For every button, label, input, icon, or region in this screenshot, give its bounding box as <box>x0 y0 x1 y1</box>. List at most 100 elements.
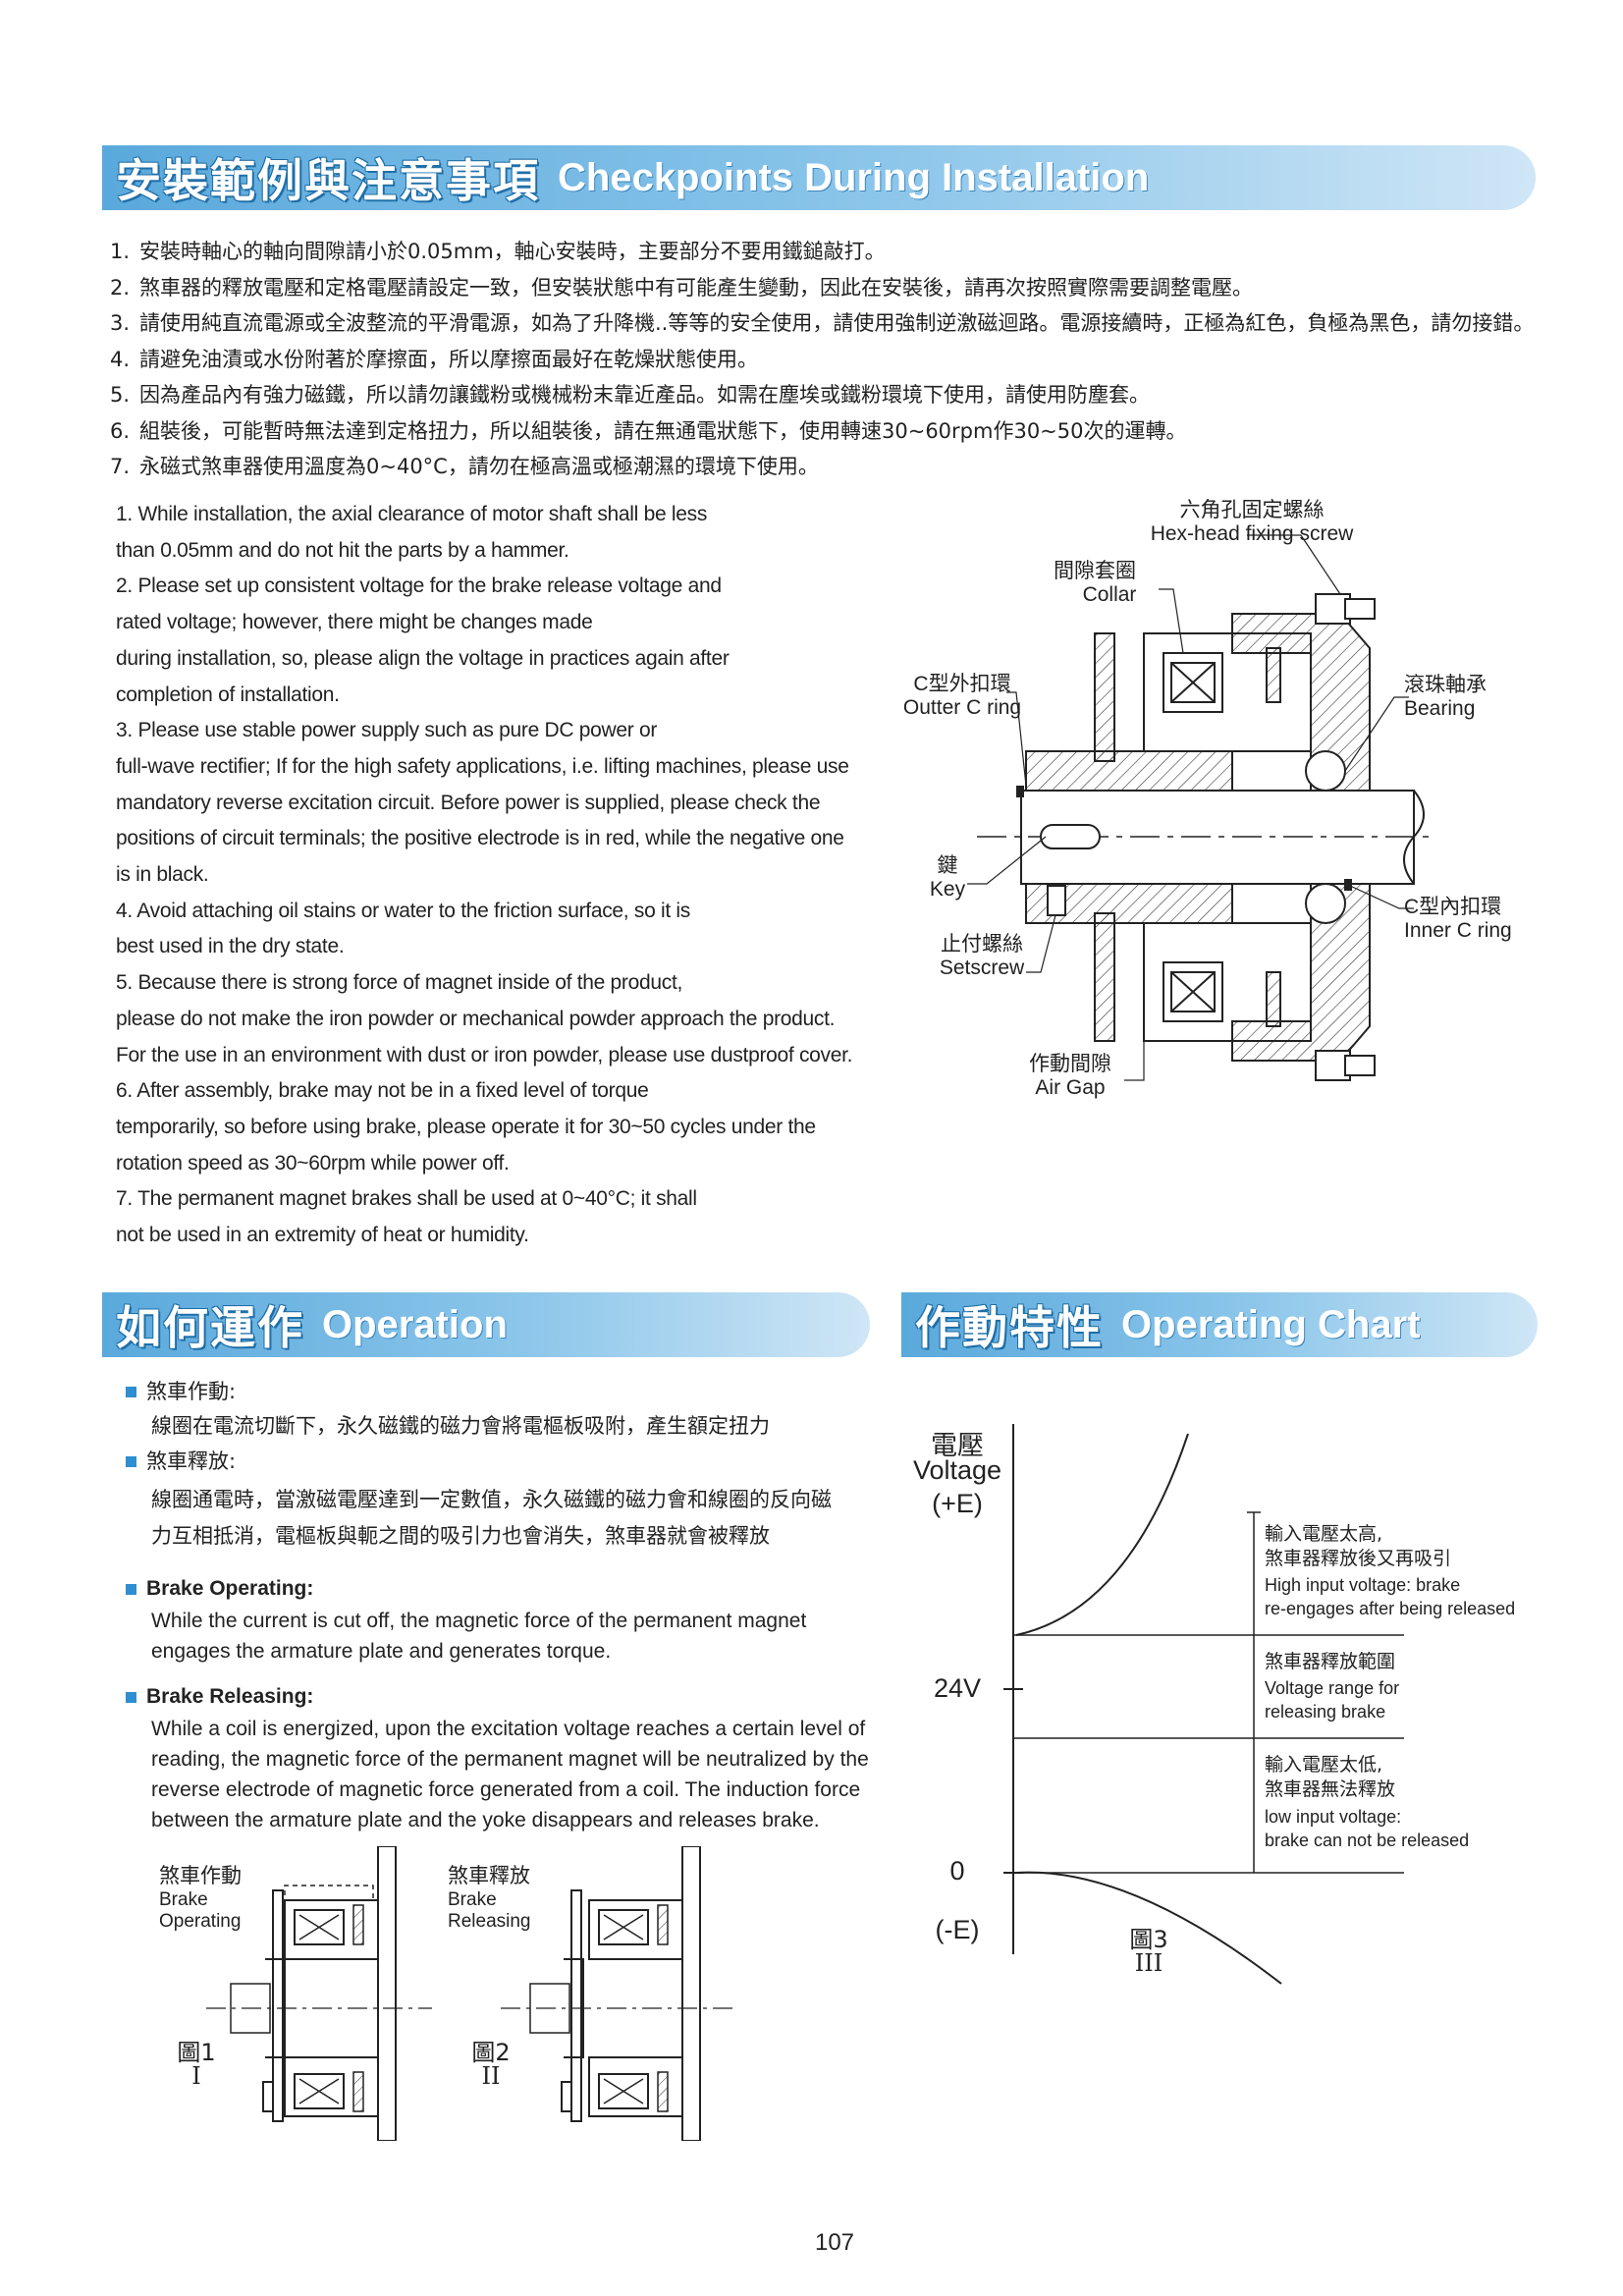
high-voltage-zh-1: 輸入電壓太高, <box>1265 1523 1383 1545</box>
en-rel-body-3: reverse electrode of magnetic force gene… <box>151 1778 861 1801</box>
zh-op-body: 線圈在電流切斷下，永久磁鐵的磁力會將電樞板吸附，產生額定扭力 <box>151 1414 770 1438</box>
en-rel-heading: Brake Releasing: <box>126 1680 892 1714</box>
bearing-label-en: Bearing <box>1404 697 1476 720</box>
release-range-en-1: Voltage range for <box>1265 1678 1400 1698</box>
fig1-label-zh: 煞車作動 <box>159 1864 242 1887</box>
high-voltage-zh-2: 煞車器釋放後又再吸引 <box>1265 1548 1452 1569</box>
zh-item: 6.組裝後，可能暫時無法達到定格扭力，所以組裝後，請在無通電狀態下，使用轉速30… <box>110 418 1187 443</box>
en-line: completion of installation. <box>116 683 340 706</box>
en-line: 5. Because there is strong force of magn… <box>116 971 683 995</box>
chart-title-zh: 作動特性 <box>915 1301 1104 1354</box>
fig1-label-en-1: Brake <box>159 1889 208 1910</box>
air-gap-label-en: Air Gap <box>1035 1076 1106 1099</box>
fig2-brake-drawing <box>501 1846 736 2141</box>
zh-item: 7.永磁式煞車器使用溫度為0~40°C，請勿在極高溫或極潮濕的環境下使用。 <box>110 455 819 478</box>
high-voltage-en-1: High input voltage: brake <box>1265 1575 1461 1595</box>
fig2-label-zh: 煞車釋放 <box>448 1864 530 1887</box>
release-range-zh: 煞車器釋放範圍 <box>1265 1651 1396 1672</box>
en-op-heading: Brake Operating: <box>126 1572 892 1606</box>
en-line: during installation, so, please align th… <box>116 646 730 670</box>
operating-chart: 電壓 Voltage (+E) 24V 0 (-E) 輸入電壓太高, 煞車器釋放… <box>903 1394 1532 2003</box>
en-line: not be used in an extremity of heat or h… <box>116 1224 529 1247</box>
outer-c-ring-label-zh: C型外扣環 <box>913 673 1011 695</box>
collar-label-en: Collar <box>1082 583 1137 606</box>
en-line: than 0.05mm and do not hit the parts by … <box>116 538 569 562</box>
bullet-square-icon <box>126 1455 136 1467</box>
en-rel-body-2: reading, the magnetic force of the perma… <box>151 1748 869 1771</box>
operating-chart-plot <box>1003 1424 1404 1985</box>
fig3-roman: III <box>1134 1949 1163 1977</box>
en-rel-body-4: between the armature plate and the yoke … <box>151 1809 820 1831</box>
en-rel-body-1: While a coil is energized, upon the exci… <box>151 1718 866 1740</box>
bullet-square-icon <box>126 1386 136 1397</box>
operation-title-en: Operation <box>322 1302 508 1346</box>
en-line: mandatory reverse excitation circuit. Be… <box>116 791 821 814</box>
hex-screw-label-zh: 六角孔固定螺絲 <box>1179 499 1325 521</box>
fig1-brake-drawing <box>206 1846 432 2141</box>
fig2-name: 圖2 <box>471 2039 511 2066</box>
y-axis-label-en: Voltage <box>912 1455 1002 1485</box>
brake-cross-section <box>967 534 1429 1081</box>
install-title-zh: 安裝範例與注意事項 <box>116 154 540 207</box>
en-line: is in black. <box>116 863 209 887</box>
inner-c-ring-label-zh: C型內扣環 <box>1404 896 1502 918</box>
tick-0: 0 <box>949 1856 965 1886</box>
installation-diagram: 六角孔固定螺絲 Hex-head fixing screw 間隙套圈 Colla… <box>879 491 1537 1120</box>
low-voltage-en-1: low input voltage: <box>1265 1807 1402 1827</box>
install-zh-list: 1.安裝時軸心的軸向間隙請小於0.05mm，軸心安裝時，主要部分不要用鐵鎚敲打。… <box>110 234 1543 485</box>
install-title-en: Checkpoints During Installation <box>558 155 1150 199</box>
key-label-en: Key <box>929 878 966 901</box>
chart-title-en: Operating Chart <box>1121 1302 1421 1346</box>
low-voltage-zh-2: 煞車器無法釋放 <box>1265 1778 1396 1800</box>
fig2-roman: II <box>481 2062 501 2090</box>
operation-text: 煞車作動: 線圈在電流切斷下，永久磁鐵的磁力會將電樞板吸附，產生額定扭力 煞車釋… <box>126 1375 892 1835</box>
en-op-body-2: engages the armature plate and generates… <box>151 1640 612 1663</box>
en-line: please do not make the iron powder or me… <box>116 1007 836 1030</box>
en-op-body-1: While the current is cut off, the magnet… <box>151 1610 807 1632</box>
figure-2: 煞車釋放 Brake Releasing 圖2 II <box>442 1846 746 2141</box>
en-line: 3. Please use stable power supply such a… <box>116 719 658 742</box>
zh-rel-body-1: 線圈通電時，當激磁電壓達到一定數值，永久磁鐵的磁力會和線圈的反向磁 <box>151 1488 832 1511</box>
low-voltage-en-2: brake can not be released <box>1265 1831 1470 1850</box>
tick-24v: 24V <box>933 1673 982 1703</box>
en-line: rated voltage; however, there might be c… <box>116 611 593 634</box>
fig1-label-en-2: Operating <box>159 1911 242 1932</box>
key-label-zh: 鍵 <box>937 854 958 877</box>
fig3-name: 圖3 <box>1129 1926 1168 1953</box>
zh-item: 4.請避免油漬或水份附著於摩擦面，所以摩擦面最好在乾燥狀態使用。 <box>110 347 758 371</box>
en-line: rotation speed as 30~60rpm while power o… <box>116 1151 510 1175</box>
operation-banner: 如何運作 Operation <box>102 1292 870 1357</box>
fig1-name: 圖1 <box>177 2039 216 2066</box>
en-line: 1. While installation, the axial clearan… <box>116 503 708 525</box>
y-axis-label-zh: 電壓 <box>931 1431 984 1461</box>
air-gap-label-zh: 作動間隙 <box>1029 1053 1111 1075</box>
zh-item: 1.安裝時軸心的軸向間隙請小於0.05mm，軸心安裝時，主要部分不要用鐵鎚敲打。 <box>110 240 886 263</box>
en-line: temporarily, so before using brake, plea… <box>116 1115 816 1138</box>
en-line: For the use in an environment with dust … <box>116 1043 853 1066</box>
hex-screw-label-en: Hex-head fixing screw <box>1150 522 1354 545</box>
zh-item: 3.請使用純直流電源或全波整流的平滑電源，如為了升降機..等等的安全使用，請使用… <box>110 311 1535 335</box>
operation-title-zh: 如何運作 <box>116 1301 304 1354</box>
fig2-label-en-2: Releasing <box>448 1911 531 1932</box>
low-voltage-zh-1: 輸入電壓太低, <box>1265 1754 1383 1776</box>
en-line: 6. After assembly, brake may not be in a… <box>116 1079 649 1103</box>
en-line: best used in the dry state. <box>116 935 345 958</box>
fig1-roman: I <box>191 2062 201 2090</box>
bullet-square-icon <box>126 1691 136 1703</box>
fig2-label-en-1: Brake <box>448 1889 497 1910</box>
y-axis-negative: (-E) <box>935 1915 980 1944</box>
setscrew-label-zh: 止付螺絲 <box>941 933 1023 956</box>
zh-op-heading: 煞車作動: <box>126 1375 892 1408</box>
en-line: 4. Avoid attaching oil stains or water t… <box>116 899 690 922</box>
collar-label-zh: 間隙套圈 <box>1054 560 1136 582</box>
high-voltage-en-2: re-engages after being released <box>1265 1599 1516 1618</box>
install-en-text: 1. While installation, the axial clearan… <box>116 497 882 1254</box>
release-range-en-2: releasing brake <box>1265 1702 1386 1722</box>
en-line: full-wave rectifier; If for the high saf… <box>116 754 849 778</box>
install-banner: 安裝範例與注意事項 Checkpoints During Installatio… <box>102 145 1536 210</box>
bearing-label-zh: 滾珠軸承 <box>1404 674 1487 696</box>
zh-item: 2.煞車器的釋放電壓和定格電壓請設定一致，但安裝狀態中有可能產生變動，因此在安裝… <box>110 275 1253 300</box>
en-line: positions of circuit terminals; the posi… <box>116 827 844 850</box>
chart-banner: 作動特性 Operating Chart <box>901 1292 1538 1357</box>
inner-c-ring-label-en: Inner C ring <box>1404 919 1512 942</box>
